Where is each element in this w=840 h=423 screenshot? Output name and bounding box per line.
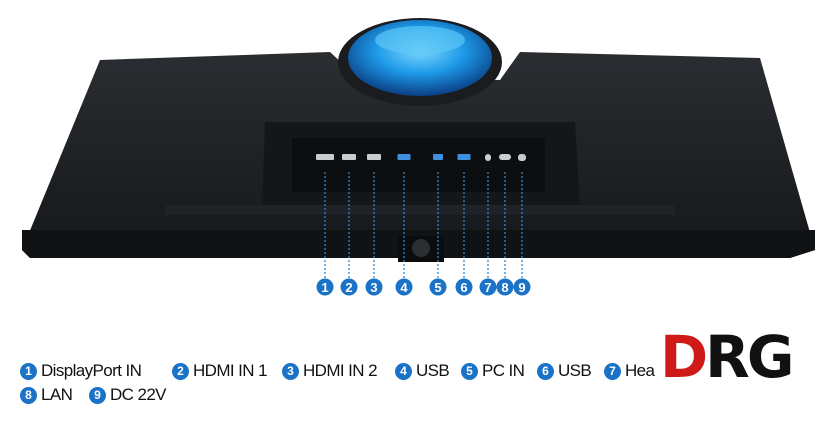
legend-number-badge: 5: [461, 362, 478, 380]
dc-power-port-icon: [518, 154, 526, 161]
port-panel: [316, 154, 526, 161]
usb-b-port-icon: [433, 154, 443, 160]
legend-number-badge: 1: [20, 362, 37, 380]
callout-badge: [429, 278, 447, 296]
callout-number: 2: [345, 280, 352, 295]
usb-port-icon: [457, 154, 471, 160]
legend-label: PC IN: [482, 361, 525, 380]
callout-badge: [395, 278, 413, 296]
hdmi-port-icon: [367, 154, 381, 160]
callout-number: 1: [321, 280, 328, 295]
legend-number-badge: 3: [282, 362, 299, 380]
stand-hub: [338, 18, 502, 106]
callout-number: 5: [434, 280, 441, 295]
callout-badge: [316, 278, 334, 296]
legend-number-badge: 2: [172, 362, 189, 380]
legend-number-badge: 8: [20, 386, 37, 404]
joystick-icon: [412, 239, 430, 257]
usb-port-icon: [397, 154, 411, 160]
callout-number: 8: [501, 280, 508, 295]
callout-number: 3: [370, 280, 377, 295]
legend-label: DisplayPort IN: [41, 361, 142, 380]
legend-label: USB: [416, 361, 450, 380]
callout-badge: [365, 278, 383, 296]
hdmi-port-icon: [342, 154, 356, 160]
legend-number-badge: 4: [395, 362, 412, 380]
legend-label: HDMI IN 1: [193, 361, 268, 380]
callout-number: 6: [460, 280, 467, 295]
callout-number: 4: [400, 280, 408, 295]
callout-number: 9: [518, 280, 525, 295]
displayport-icon: [316, 154, 334, 160]
callout-badge: [513, 278, 531, 296]
headphone-jack-icon: [485, 154, 491, 161]
callout-badge: [455, 278, 473, 296]
callout-badge: [340, 278, 358, 296]
legend-label: USB: [558, 361, 592, 380]
legend-number-badge: 7: [604, 362, 621, 380]
legend-label: HDMI IN 2: [303, 361, 378, 380]
callout-number: 7: [484, 280, 491, 295]
callout-badge: [496, 278, 514, 296]
callout-badge: [479, 278, 497, 296]
logo-rg: RG: [705, 323, 794, 391]
legend-number-badge: 6: [537, 362, 554, 380]
legend-number-badge: 9: [89, 386, 106, 404]
legend-label: DC 22V: [110, 385, 167, 404]
monitor-body: [22, 52, 815, 262]
lan-port-icon: [499, 154, 511, 160]
legend-label: Hea: [625, 361, 655, 380]
legend-label: LAN: [41, 385, 73, 404]
logo-d: D: [660, 323, 708, 391]
